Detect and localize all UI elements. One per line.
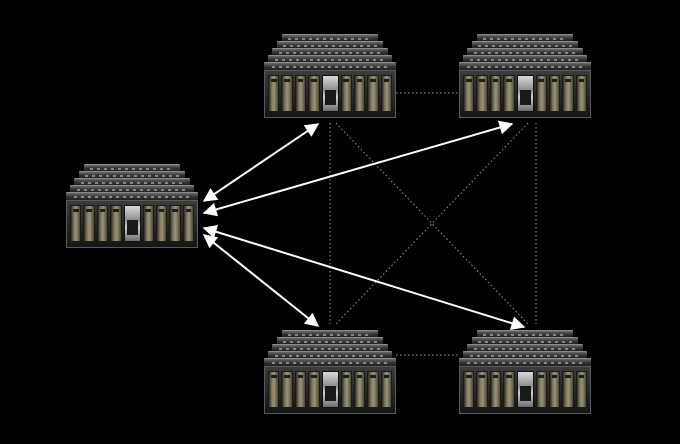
server-front-bays bbox=[459, 366, 591, 414]
server-bottom-right bbox=[459, 330, 591, 414]
server-front-bays bbox=[459, 70, 591, 118]
arrow-hub-top-right bbox=[202, 120, 514, 217]
arrow-hub-bottom-left bbox=[202, 234, 320, 327]
server-front-bays bbox=[66, 200, 198, 248]
arrow-hub-bottom-right bbox=[202, 225, 526, 330]
server-bottom-left bbox=[264, 330, 396, 414]
server-front-bays bbox=[264, 366, 396, 414]
server-top-left bbox=[264, 34, 396, 118]
server-front-bays bbox=[264, 70, 396, 118]
server-hub bbox=[66, 164, 198, 248]
server-top-right bbox=[459, 34, 591, 118]
arrow-hub-top-left bbox=[202, 123, 320, 202]
